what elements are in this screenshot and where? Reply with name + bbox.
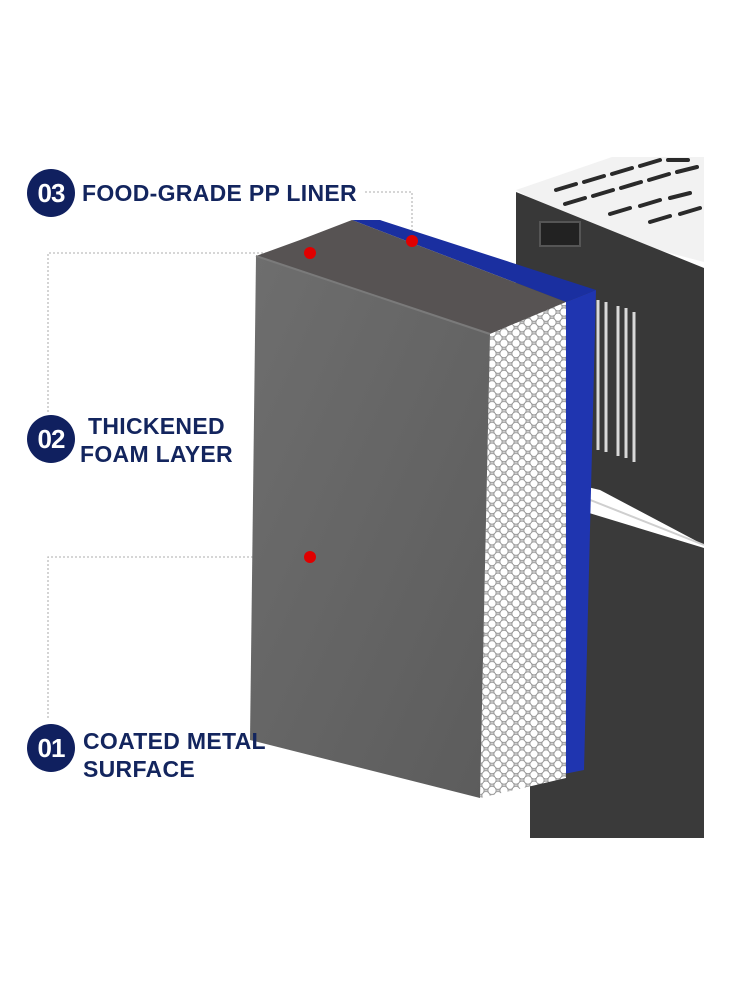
markers <box>304 235 418 563</box>
marker-dot-liner <box>406 235 418 247</box>
label-line: THICKENED <box>88 413 225 439</box>
leader-lines <box>47 191 413 718</box>
panel-top-edge <box>255 255 491 335</box>
panel-front-face <box>250 256 490 798</box>
layered-panel <box>250 220 596 798</box>
label-line: FOAM LAYER <box>80 441 233 467</box>
top-vent-slots <box>554 158 702 224</box>
leader-line-01 <box>47 556 308 718</box>
label-line: SURFACE <box>83 756 196 782</box>
side-vent <box>596 300 636 462</box>
leader-line-02 <box>47 252 308 412</box>
label-food-grade-pp-liner: FOOD-GRADE PP LINER <box>82 179 357 207</box>
badge-01: 01 <box>27 724 75 772</box>
panel-top-face <box>256 220 566 334</box>
marker-dot-foam <box>304 247 316 259</box>
label-line: FOOD-GRADE PP LINER <box>82 180 357 206</box>
label-coated-metal-surface: COATED METAL SURFACE <box>83 727 266 783</box>
marker-dot-metal <box>304 551 316 563</box>
badge-02: 02 <box>27 415 75 463</box>
label-line: COATED METAL <box>83 728 266 754</box>
badge-03: 03 <box>27 169 75 217</box>
cabinet-handle <box>539 221 581 247</box>
cabinet-top-grille <box>516 157 704 262</box>
label-thickened-foam-layer: THICKENED FOAM LAYER <box>80 412 233 468</box>
foam-honeycomb-edge <box>480 302 566 798</box>
